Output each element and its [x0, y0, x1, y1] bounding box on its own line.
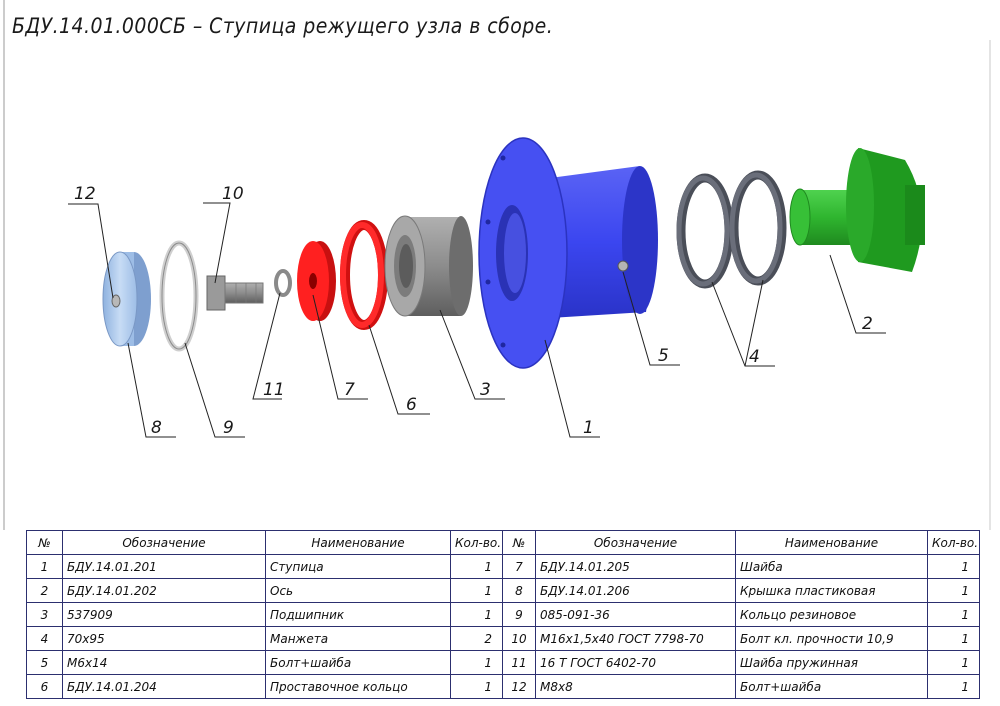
part-11-spring-washer: [274, 269, 292, 297]
row-name: Манжета: [265, 626, 451, 651]
row-designation: М8х8: [535, 674, 736, 699]
header-name-right: Наименование: [735, 530, 928, 555]
row-qty: 1: [450, 674, 503, 699]
table-header-row: № Обозначение Наименование Кол-во. № Обо…: [26, 530, 980, 555]
callout-4: 4: [749, 347, 760, 367]
part-6-spacer-ring: [340, 220, 388, 330]
row-qty: 1: [927, 554, 980, 579]
row-name: Шайба пружинная: [735, 650, 928, 675]
row-qty: 1: [450, 602, 503, 627]
row-num: 6: [26, 674, 63, 699]
row-designation: БДУ.14.01.206: [535, 578, 736, 603]
callout-11: 11: [263, 380, 285, 400]
row-qty: 1: [927, 674, 980, 699]
header-designation-right: Обозначение: [535, 530, 736, 555]
table-row: 2 БДУ.14.01.202 Ось 1 8 БДУ.14.01.206 Кр…: [26, 578, 980, 603]
row-num: 7: [502, 554, 536, 579]
table-row: 3 537909 Подшипник 1 9 085-091-36 Кольцо…: [26, 602, 980, 627]
callout-3: 3: [480, 380, 491, 400]
row-name: Шайба: [735, 554, 928, 579]
specification-table: № Обозначение Наименование Кол-во. № Обо…: [26, 530, 980, 699]
row-qty: 1: [450, 554, 503, 579]
row-num: 8: [502, 578, 536, 603]
header-qty-left: Кол-во.: [450, 530, 503, 555]
row-num: 10: [502, 626, 536, 651]
callout-6: 6: [406, 395, 417, 415]
drawing-title: БДУ.14.01.000СБ – Ступица режущего узла …: [12, 14, 554, 38]
row-name: Крышка пластиковая: [735, 578, 928, 603]
row-name: Ось: [265, 578, 451, 603]
row-num: 9: [502, 602, 536, 627]
callout-5: 5: [658, 346, 669, 366]
header-designation-left: Обозначение: [62, 530, 266, 555]
row-num: 4: [26, 626, 63, 651]
part-4-cuffs: [676, 170, 787, 289]
row-num: 1: [26, 554, 63, 579]
row-name: Болт+шайба: [265, 650, 451, 675]
row-designation: БДУ.14.01.205: [535, 554, 736, 579]
callout-7: 7: [344, 380, 355, 400]
row-num: 11: [502, 650, 536, 675]
header-num-left: №: [26, 530, 63, 555]
callout-12: 12: [74, 184, 96, 204]
row-name: Ступица: [265, 554, 451, 579]
row-qty: 1: [927, 602, 980, 627]
table-row: 5 М6х14 Болт+шайба 1 11 16 Т ГОСТ 6402-7…: [26, 650, 980, 675]
header-name-left: Наименование: [265, 530, 451, 555]
row-designation: БДУ.14.01.204: [62, 674, 266, 699]
row-num: 3: [26, 602, 63, 627]
header-qty-right: Кол-во.: [927, 530, 980, 555]
row-name: Проставочное кольцо: [265, 674, 451, 699]
callout-10: 10: [222, 184, 244, 204]
callout-8: 8: [151, 418, 162, 438]
part-3-bearing: [384, 215, 473, 317]
row-designation: 537909: [62, 602, 266, 627]
row-name: Болт+шайба: [735, 674, 928, 699]
part-8-plastic-cover: [102, 251, 151, 347]
leader-lines: [68, 202, 886, 438]
part-5-bolt-washer: [617, 260, 629, 272]
exploded-assembly-view: 12 10 11 7 6 3 1 5 4 2 8 9: [3, 0, 991, 530]
part-2-shaft: [789, 148, 925, 272]
table-row: 6 БДУ.14.01.204 Проставочное кольцо 1 12…: [26, 674, 980, 699]
row-name: Подшипник: [265, 602, 451, 627]
row-qty: 1: [450, 650, 503, 675]
row-designation: 16 Т ГОСТ 6402-70: [535, 650, 736, 675]
header-num-right: №: [502, 530, 536, 555]
callout-9: 9: [223, 418, 234, 438]
part-9-rubber-ring: [159, 240, 199, 352]
row-qty: 2: [450, 626, 503, 651]
table-row: 1 БДУ.14.01.201 Ступица 1 7 БДУ.14.01.20…: [26, 554, 980, 579]
row-designation: БДУ.14.01.202: [62, 578, 266, 603]
row-qty: 1: [927, 626, 980, 651]
callout-2: 2: [862, 314, 873, 334]
row-qty: 1: [450, 578, 503, 603]
row-name: Кольцо резиновое: [735, 602, 928, 627]
row-designation: 70х95: [62, 626, 266, 651]
row-num: 5: [26, 650, 63, 675]
row-designation: М16х1,5х40 ГОСТ 7798-70: [535, 626, 736, 651]
row-designation: М6х14: [62, 650, 266, 675]
row-qty: 1: [927, 650, 980, 675]
row-name: Болт кл. прочности 10,9: [735, 626, 928, 651]
row-qty: 1: [927, 578, 980, 603]
callout-1: 1: [583, 418, 594, 438]
row-designation: БДУ.14.01.201: [62, 554, 266, 579]
part-1-hub: [478, 137, 658, 369]
row-num: 12: [502, 674, 536, 699]
row-designation: 085-091-36: [535, 602, 736, 627]
part-10-bolt: [206, 275, 264, 311]
row-num: 2: [26, 578, 63, 603]
table-row: 4 70х95 Манжета 2 10 М16х1,5х40 ГОСТ 779…: [26, 626, 980, 651]
part-7-washer: [297, 241, 336, 321]
